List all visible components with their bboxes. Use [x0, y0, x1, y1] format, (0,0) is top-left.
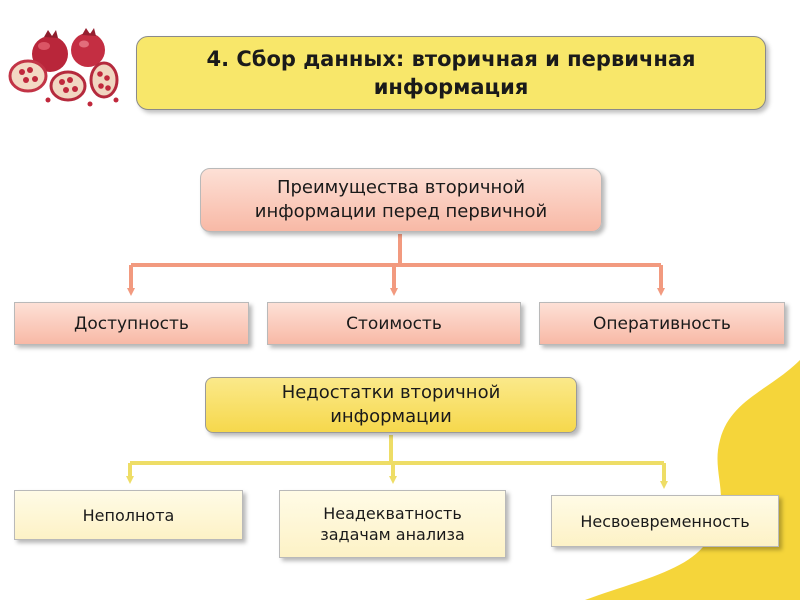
slide-title: 4. Сбор данных: вторичная и первичная ин… — [136, 36, 766, 110]
advantage-item-label: Оперативность — [593, 313, 731, 334]
disadvantage-item-label: Несвоевременность — [580, 511, 750, 531]
disadvantages-heading: Недостатки вторичной информации — [281, 382, 501, 427]
advantage-item-label: Стоимость — [346, 313, 442, 334]
advantages-heading: Преимущества вторичной информации перед … — [254, 177, 548, 222]
disadvantages-heading-box: Недостатки вторичной информации — [205, 377, 577, 433]
disadvantages-connector — [126, 435, 668, 489]
advantages-connector — [127, 234, 665, 296]
advantage-item-availability: Доступность — [14, 302, 249, 345]
disadvantage-item-label: Неадекватность задачам анализа — [320, 504, 465, 544]
pomegranate-image — [8, 28, 119, 107]
advantages-heading-box: Преимущества вторичной информации перед … — [200, 168, 602, 232]
disadvantage-item-untimeliness: Несвоевременность — [551, 495, 779, 547]
advantage-item-timeliness: Оперативность — [539, 302, 785, 345]
disadvantage-item-label: Неполнота — [82, 505, 175, 525]
advantage-item-label: Доступность — [74, 313, 189, 334]
slide-title-text: 4. Сбор данных: вторичная и первичная ин… — [206, 47, 696, 99]
disadvantage-item-incompleteness: Неполнота — [14, 490, 243, 540]
advantage-item-cost: Стоимость — [267, 302, 521, 345]
disadvantage-item-inadequacy: Неадекватность задачам анализа — [279, 490, 506, 558]
